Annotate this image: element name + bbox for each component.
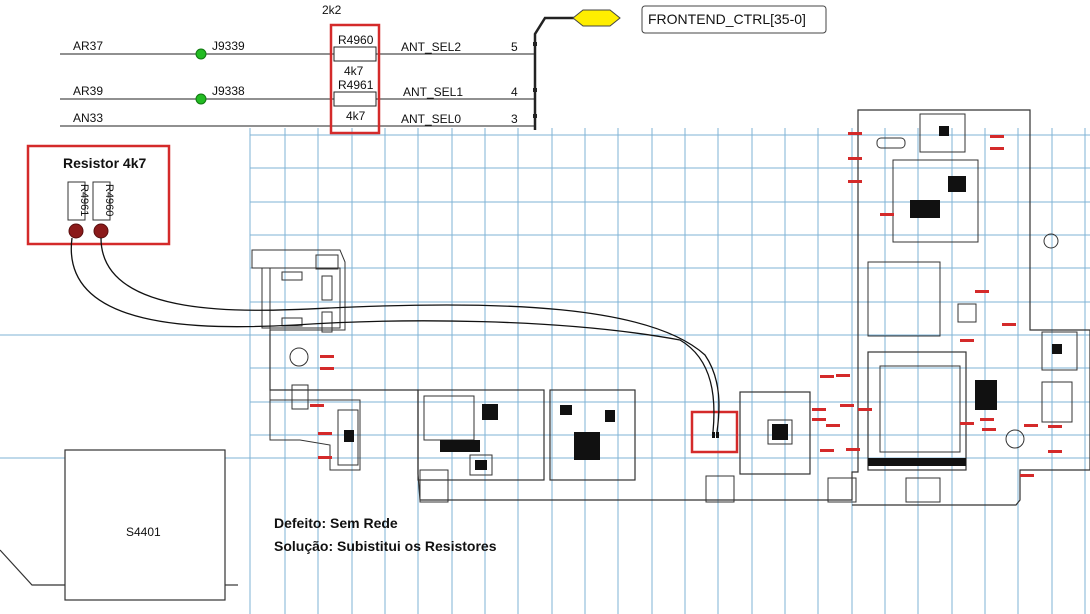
connector-frame	[261, 267, 341, 329]
switch-outline	[0, 549, 65, 586]
resistor-pad	[716, 432, 719, 438]
pa-chip	[605, 410, 615, 422]
rf-chip	[440, 440, 480, 452]
board-part	[337, 409, 359, 466]
resistor-highlight-box	[329, 23, 381, 135]
right-part	[1041, 381, 1073, 423]
memory-chip	[948, 176, 966, 192]
callout-part-body	[67, 181, 86, 221]
net-label-ar37: AR37	[73, 39, 103, 53]
switch-chip	[767, 419, 793, 445]
mounting-hole	[289, 347, 309, 367]
switch-chip-core	[772, 424, 788, 440]
mounting-hole	[1005, 429, 1025, 449]
bus-label-box	[641, 5, 827, 34]
callout-part-body	[92, 181, 111, 221]
switch-component-label: S4401	[126, 525, 161, 539]
board-part	[344, 430, 354, 442]
callout-title: Resistor 4k7	[63, 155, 146, 171]
net-output-ant-sel1: ANT_SEL1	[403, 85, 463, 99]
camera-part	[919, 113, 966, 153]
rf-part	[469, 454, 493, 476]
connector-clip	[321, 275, 333, 301]
cpu-pads	[868, 458, 966, 466]
callout-part-r4960: R4960	[103, 184, 115, 216]
header-resistor-value: 2k2	[322, 3, 342, 17]
resistor-ref-r4960: R4960	[338, 33, 374, 47]
net-label-an33: AN33	[73, 111, 103, 125]
leader-line-r4961	[70, 237, 715, 433]
resistor-pad	[712, 432, 715, 438]
top-right-chip	[1052, 344, 1062, 354]
pa-chip	[560, 405, 572, 415]
callout-pad	[68, 223, 84, 239]
cpu-chip	[879, 365, 961, 453]
pin-number-3: 3	[511, 112, 518, 126]
top-right-part	[1041, 331, 1078, 371]
switch-module	[739, 391, 811, 475]
schematic-section: 2k2 AR37 AR39 AN33 J9339 J9338 R4960 4k7…	[60, 3, 827, 135]
connector-latch	[315, 254, 339, 270]
bottom-connector	[827, 477, 857, 503]
rf-shield	[423, 395, 475, 441]
rf-chip	[475, 460, 487, 470]
resistor-value-r4960: 4k7	[344, 64, 364, 78]
net-output-ant-sel0: ANT_SEL0	[401, 112, 461, 126]
memory-module	[892, 159, 979, 243]
pmic-part	[975, 380, 997, 410]
board-outline-main	[269, 109, 1090, 506]
connector-clip	[321, 311, 333, 333]
testpoint-label-j9338: J9338	[212, 84, 245, 98]
resistor-value-r4961: 4k7	[346, 109, 366, 123]
net-label-ar39: AR39	[73, 84, 103, 98]
resistor-ref-r4961: R4961	[338, 78, 374, 92]
bus-line	[533, 16, 575, 130]
rf-module	[417, 389, 545, 481]
bus-junction	[533, 114, 537, 118]
switch-component-body	[64, 449, 226, 601]
defect-note: Defeito: Sem Rede	[274, 515, 398, 531]
camera-chip	[939, 126, 949, 136]
resistor-callout: Resistor 4k7 R4961 R4960	[26, 144, 171, 246]
bus-junction	[533, 88, 537, 92]
pin-number-4: 4	[511, 85, 518, 99]
bottom-connector	[905, 477, 941, 503]
bottom-connector	[705, 475, 735, 503]
connector-tab	[281, 271, 303, 281]
pin-number-5: 5	[511, 40, 518, 54]
callout-pad	[93, 223, 109, 239]
solution-note: Solução: Subistitui os Resistores	[274, 538, 497, 554]
resistor-symbol-r4960	[333, 46, 377, 62]
board-part	[876, 137, 906, 149]
testpoint-j9338	[195, 93, 207, 105]
board-outline-connector	[251, 249, 346, 331]
mounting-hole	[1043, 233, 1059, 249]
connector-tab	[281, 317, 303, 327]
pa-module	[549, 389, 636, 481]
switch-component: S4401	[0, 449, 238, 601]
callout-part-r4961: R4961	[78, 184, 90, 216]
bus-flag	[572, 9, 621, 27]
resistor-symbol-r4961	[333, 91, 377, 107]
bus-junction	[533, 42, 537, 46]
component-reference-marks	[310, 132, 1062, 477]
pcb-board	[251, 109, 1090, 506]
board-part	[291, 384, 309, 410]
bus-label: FRONTEND_CTRL[35-0]	[648, 11, 806, 27]
repair-notes: Defeito: Sem Rede Solução: Subistitui os…	[274, 515, 497, 554]
net-output-ant-sel2: ANT_SEL2	[401, 40, 461, 54]
pa-chip	[574, 432, 600, 460]
bottom-connector	[419, 469, 449, 503]
leader-line-r4960	[100, 237, 720, 433]
memory-chip	[910, 200, 940, 218]
testpoint-j9339	[195, 48, 207, 60]
testpoint-label-j9339: J9339	[212, 39, 245, 53]
storage-chip	[867, 261, 941, 337]
board-part	[957, 303, 977, 323]
rf-chip	[482, 404, 498, 420]
